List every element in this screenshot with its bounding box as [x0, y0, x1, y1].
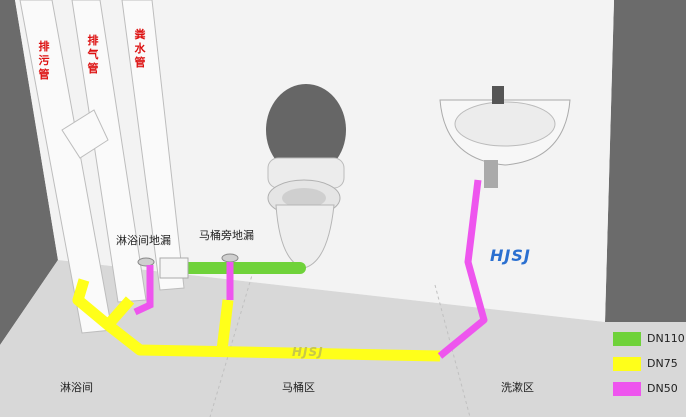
legend-item-dn50: DN50	[613, 376, 685, 401]
dn50-basin-pipe	[437, 179, 488, 359]
brand-logo: HJSJ	[490, 246, 531, 265]
toilet-drain-label: 马桶旁地漏	[199, 229, 254, 242]
legend-swatch	[613, 381, 641, 396]
toilet-lid	[266, 84, 346, 176]
floor	[0, 260, 686, 417]
legend-label: DN75	[647, 357, 678, 370]
wash-zone-label: 洗漱区	[501, 381, 534, 394]
dn75-branch-pipe	[103, 296, 135, 329]
legend-swatch	[613, 356, 641, 371]
shower-zone-label: 淋浴间	[60, 381, 93, 394]
left-wall	[0, 0, 58, 345]
right-wall	[605, 0, 686, 322]
dn75-branch-pipe	[216, 299, 234, 351]
pipe-branch	[61, 109, 109, 159]
basin-bowl	[454, 101, 556, 147]
pipe-size-legend: DN110 DN75 DN50	[613, 326, 685, 401]
vent-pipe-label: 排气管	[87, 34, 99, 75]
brand-logo-floor: HJSJ	[292, 345, 324, 359]
soil-riser-pipe	[121, 0, 185, 291]
zone-divider	[434, 284, 471, 417]
shower-drain-label: 淋浴间地漏	[116, 234, 171, 247]
legend-swatch	[613, 331, 641, 346]
legend-item-dn110: DN110	[613, 326, 685, 351]
shower-drain-icon	[137, 257, 155, 267]
dn50-shower-pipe	[133, 265, 154, 316]
legend-item-dn75: DN75	[613, 351, 685, 376]
vent-riser-pipe	[71, 0, 147, 303]
toilet-drain-icon	[221, 253, 239, 263]
zone-divider	[209, 264, 256, 417]
legend-label: DN110	[647, 332, 685, 345]
toilet-seat-hole	[282, 188, 326, 208]
basin-trap	[484, 160, 498, 188]
sewage-pipe-label: 排污管	[38, 40, 50, 81]
soil-pipe-label: 粪水管	[134, 28, 146, 69]
toilet-zone-label: 马桶区	[282, 381, 315, 394]
faucet-icon	[492, 86, 504, 104]
legend-label: DN50	[647, 382, 678, 395]
pipe-fitting	[159, 257, 189, 279]
